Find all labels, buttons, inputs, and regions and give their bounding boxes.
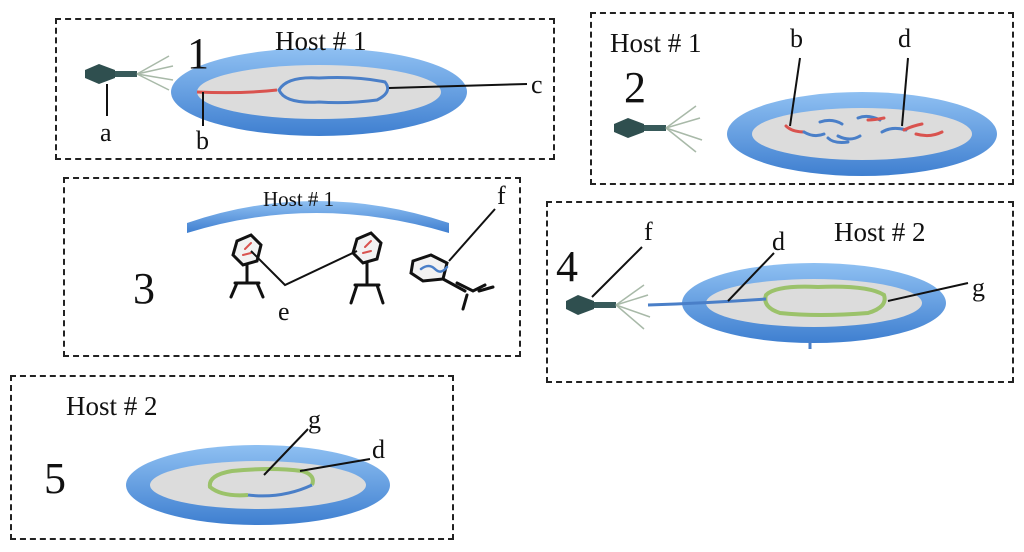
label-b: b [790, 24, 803, 53]
label-d: d [898, 24, 911, 53]
host-label: Host # 2 [834, 217, 926, 247]
panel-3-illustration [187, 201, 496, 311]
injected-host1-dna [647, 297, 767, 307]
label-a: a [100, 118, 112, 147]
host-label: Host # 2 [66, 391, 158, 421]
label-c: c [531, 70, 543, 99]
panel-number: 1 [187, 29, 209, 78]
label-f: f [497, 181, 506, 210]
host-label: Host # 1 [275, 26, 367, 56]
label-d: d [372, 435, 385, 464]
phage [614, 105, 703, 153]
label-e: e [278, 297, 290, 326]
host-cytoplasm [197, 65, 441, 119]
panel-number: 5 [44, 454, 66, 503]
label-g: g [308, 405, 321, 434]
panel-number: 4 [556, 242, 578, 291]
panel-4-illustration [566, 246, 969, 349]
panel-1: 1 Host # 1 a b c [55, 18, 555, 160]
label-f: f [644, 217, 653, 246]
label-g: g [972, 273, 985, 302]
transducing-phage [409, 253, 495, 311]
panel-1-illustration [85, 48, 528, 136]
host-cell-fragment [187, 201, 449, 233]
host-label: Host # 1 [610, 28, 702, 58]
panel-2: 2 Host # 1 b d [590, 12, 1014, 185]
panel-4: 4 Host # 2 f d g [546, 201, 1014, 383]
panel-2-illustration [614, 57, 997, 176]
integrated-host1-dna [247, 483, 313, 498]
label-d: d [772, 227, 785, 256]
host-cytoplasm [150, 461, 366, 509]
host-cytoplasm [752, 108, 972, 160]
progeny-phage-1 [229, 233, 265, 299]
panel-number: 2 [624, 63, 646, 112]
phage [566, 284, 651, 330]
panel-5-illustration [126, 428, 390, 525]
phage [85, 55, 174, 91]
panel-5: 5 Host # 2 g d [10, 375, 454, 540]
host-dna [277, 76, 390, 105]
dna-fragments [784, 114, 944, 144]
host2-dna [763, 284, 887, 317]
progeny-phage-2 [349, 231, 385, 305]
label-b: b [196, 126, 209, 155]
host2-dna [207, 467, 315, 498]
host-label: Host # 1 [263, 187, 335, 211]
panel-number: 3 [133, 264, 155, 313]
phage-dna [196, 88, 278, 95]
panel-3: 3 Host # 1 e f [63, 177, 521, 357]
